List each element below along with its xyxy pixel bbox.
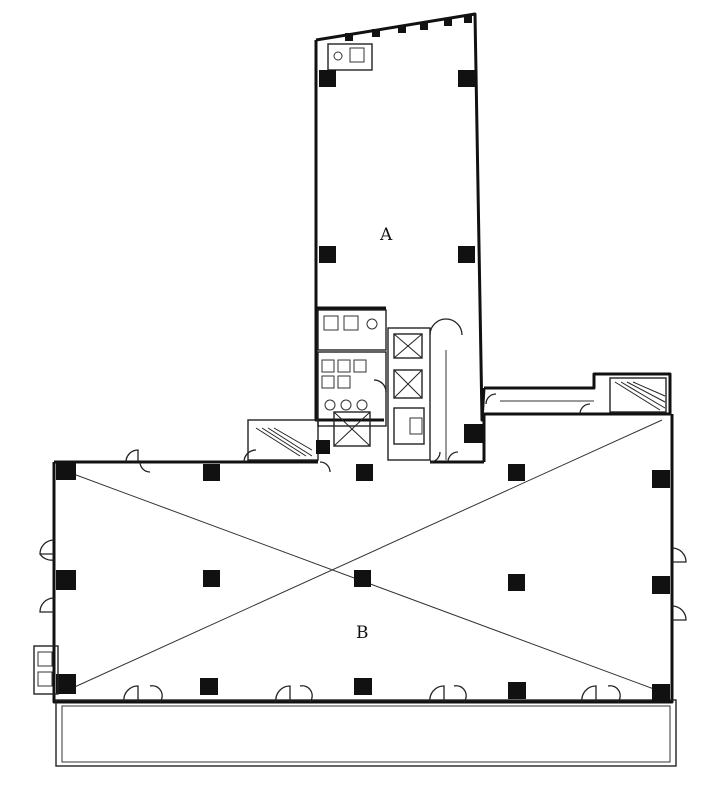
floor-b-walls: [52, 414, 677, 767]
tower-a-columns: [319, 70, 483, 443]
floor-b-columns: [56, 462, 670, 701]
tower-a-top-columns: [345, 15, 472, 41]
room-a-label: A: [379, 225, 393, 245]
core-restrooms: [317, 309, 387, 427]
floor-b-utility-box: [33, 645, 59, 695]
room-b-label: B: [356, 623, 369, 643]
core-elevators: [333, 318, 463, 461]
east-corridor: [484, 372, 672, 416]
tower-a-corner-room: [327, 43, 373, 71]
west-stair: [247, 419, 330, 461]
floor-b-doors: [39, 449, 687, 703]
